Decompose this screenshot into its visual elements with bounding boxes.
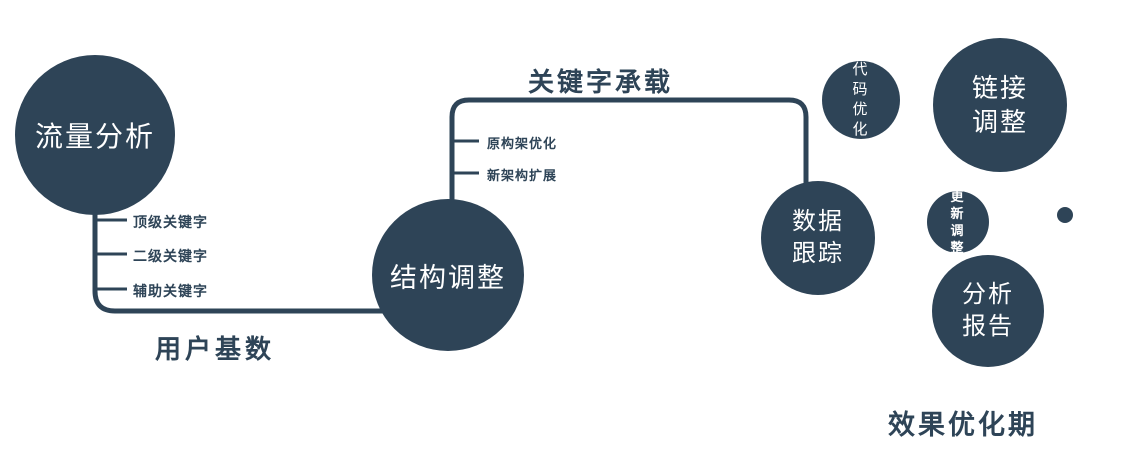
connector-traffic-to-structure [92, 160, 430, 314]
node-analysis-report: 分析报告 [932, 255, 1044, 367]
node-update-adjustment: 更新调整 [927, 189, 989, 255]
node-analysis-report-label: 分析报告 [962, 281, 1014, 340]
connector-structure-to-tracking [449, 97, 809, 250]
node-traffic-analysis: 流量分析 [15, 55, 175, 215]
branch-label-new-architecture: 新架构扩展 [487, 168, 558, 183]
branch-label-top-keywords: 顶级关键字 [133, 214, 208, 230]
node-data-tracking: 数据跟踪 [761, 181, 875, 295]
branch-label-secondary-keywords: 二级关键字 [133, 248, 208, 264]
edge-label-keyword-carry: 关键字承载 [528, 67, 674, 97]
node-traffic-analysis-label: 流量分析 [34, 121, 155, 152]
node-structure-adjustment-label: 结构调整 [390, 262, 506, 293]
dot-marker [1057, 207, 1073, 223]
node-structure-adjustment: 结构调整 [372, 199, 524, 351]
caption-effect-optimization-period: 效果优化期 [888, 410, 1038, 440]
branch-label-original-architecture: 原构架优化 [487, 136, 558, 151]
node-code-optimization: 代码优化 [822, 61, 900, 139]
branch-label-auxiliary-keywords: 辅助关键字 [133, 283, 208, 299]
node-code-optimization-label: 代码优化 [852, 61, 870, 138]
node-update-adjustment-label: 更新调整 [950, 188, 966, 256]
node-link-adjustment-label: 链接调整 [971, 72, 1028, 137]
node-data-tracking-label: 数据跟踪 [792, 208, 844, 267]
edge-label-user-base: 用户基数 [155, 334, 276, 364]
node-link-adjustment: 链接调整 [933, 38, 1067, 172]
